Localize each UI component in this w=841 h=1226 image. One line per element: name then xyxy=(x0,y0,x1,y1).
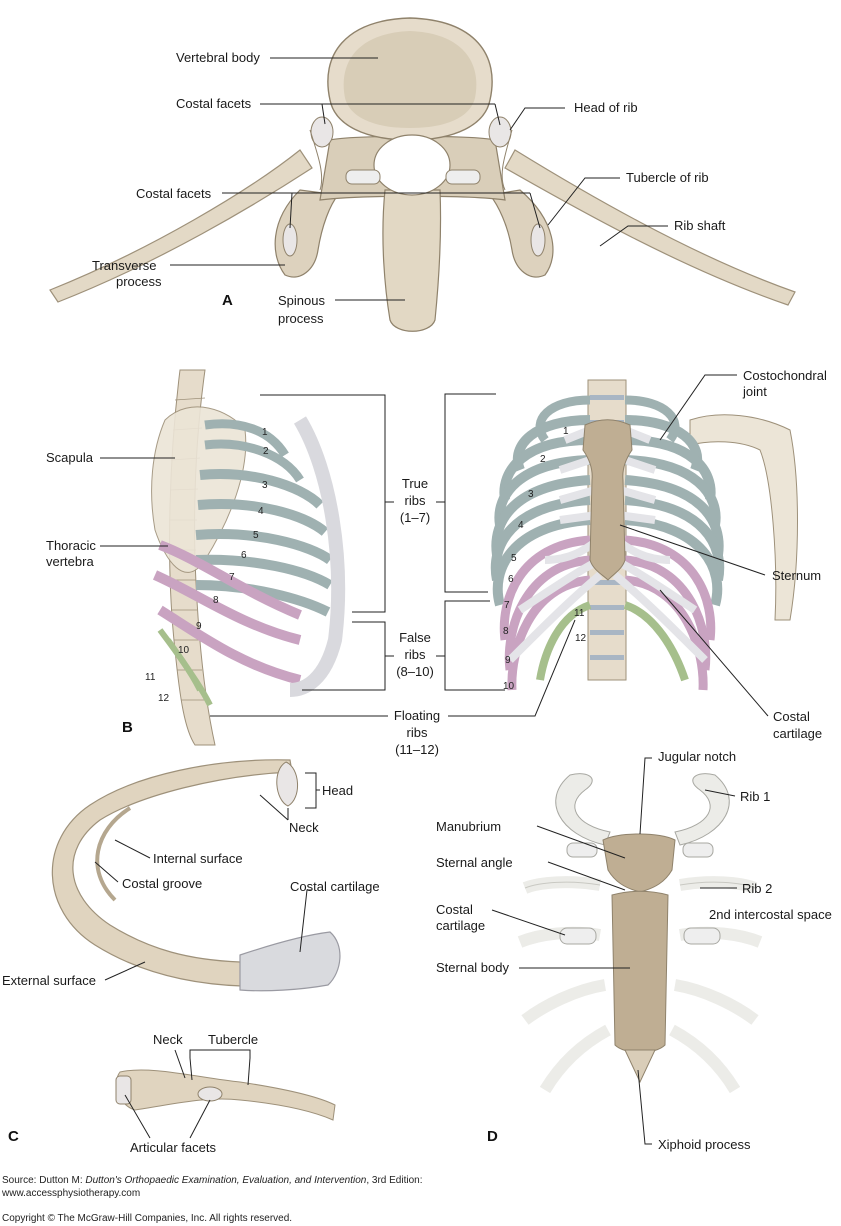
panel-b-front-rib-numbers: 1 2 3 4 5 6 7 8 9 10 11 12 xyxy=(503,426,587,692)
side-rib-number: 1 xyxy=(262,427,268,438)
side-rib-number: 3 xyxy=(262,480,268,491)
source-citation: Source: Dutton M: Dutton's Orthopaedic E… xyxy=(2,1175,423,1187)
panel-b-labels: Scapula Thoracic vertebra True ribs (1–7… xyxy=(46,368,827,757)
panel-letter-a: A xyxy=(222,292,233,309)
panel-d-labels: Jugular notch Rib 1 Manubrium Sternal an… xyxy=(436,749,832,1152)
panel-b-leaders xyxy=(100,374,769,717)
label-scapula: Scapula xyxy=(46,450,94,465)
label-costal-facets-top: Costal facets xyxy=(176,96,252,111)
front-rib-number: 2 xyxy=(540,454,546,465)
front-rib-number: 5 xyxy=(511,553,517,564)
side-rib-number: 10 xyxy=(178,645,190,656)
label-costal-cartilage-d-1: Costal xyxy=(436,902,473,917)
label-costochondral-joint-1: Costochondral xyxy=(743,368,827,383)
label-false-ribs-2: ribs xyxy=(405,647,426,662)
label-external-surface: External surface xyxy=(2,973,96,988)
panel-d-leaders xyxy=(491,757,737,1145)
source-prefix: Source: Dutton M: xyxy=(2,1175,86,1186)
label-spinous-process-1: Spinous xyxy=(278,293,325,308)
label-neck: Neck xyxy=(289,820,319,835)
side-rib-number: 9 xyxy=(196,621,202,632)
label-rib-1: Rib 1 xyxy=(740,789,770,804)
side-rib-number: 4 xyxy=(258,506,264,517)
front-rib-number: 3 xyxy=(528,489,534,500)
label-sternal-body: Sternal body xyxy=(436,960,509,975)
source-url[interactable]: www.accessphysiotherapy.com xyxy=(2,1188,141,1199)
side-rib-number: 2 xyxy=(263,446,269,457)
label-costal-facets-mid: Costal facets xyxy=(136,186,212,201)
panel-b-side-rib-numbers: 1 2 3 4 5 6 7 8 9 10 11 12 xyxy=(145,427,269,704)
label-manubrium: Manubrium xyxy=(436,819,501,834)
label-true-ribs-3: (1–7) xyxy=(400,510,430,525)
label-costal-groove: Costal groove xyxy=(122,876,202,891)
label-costal-cartilage-d-2: cartilage xyxy=(436,918,485,933)
panel-c-leaders xyxy=(94,772,320,1139)
label-costal-cartilage-c: Costal cartilage xyxy=(290,879,380,894)
side-rib-number: 7 xyxy=(229,572,235,583)
label-tubercle-of-rib: Tubercle of rib xyxy=(626,170,709,185)
side-rib-number: 11 xyxy=(145,672,156,683)
label-head: Head xyxy=(322,783,353,798)
label-2nd-intercostal-space: 2nd intercostal space xyxy=(709,907,832,922)
label-floating-ribs-2: ribs xyxy=(407,725,428,740)
front-rib-number: 12 xyxy=(575,633,587,644)
side-rib-number: 5 xyxy=(253,530,259,541)
label-costal-cartilage-2: cartilage xyxy=(773,726,822,741)
label-thoracic-vertebra-2: vertebra xyxy=(46,554,94,569)
label-transverse-process-2: process xyxy=(116,274,162,289)
label-spinous-process-2: process xyxy=(278,311,324,326)
label-floating-ribs-3: (11–12) xyxy=(395,742,439,757)
side-rib-number: 8 xyxy=(213,595,219,606)
panel-letter-d: D xyxy=(487,1128,498,1145)
copyright-notice: Copyright © The McGraw-Hill Companies, I… xyxy=(2,1213,293,1224)
panel-letter-c: C xyxy=(8,1128,19,1145)
front-rib-number: 11 xyxy=(574,608,585,619)
label-head-of-rib: Head of rib xyxy=(574,100,638,115)
side-rib-number: 12 xyxy=(158,693,170,704)
label-floating-ribs-1: Floating xyxy=(394,708,440,723)
label-thoracic-vertebra-1: Thoracic xyxy=(46,538,96,553)
label-sternum: Sternum xyxy=(772,568,821,583)
front-rib-number: 7 xyxy=(504,600,510,611)
panel-d-illustration xyxy=(517,773,763,1094)
front-rib-number: 4 xyxy=(518,520,524,531)
label-costochondral-joint-2: joint xyxy=(742,384,767,399)
label-sternal-angle: Sternal angle xyxy=(436,855,513,870)
label-rib-shaft: Rib shaft xyxy=(674,218,726,233)
label-vertebral-body: Vertebral body xyxy=(176,50,260,65)
panel-a-labels: Vertebral body Costal facets Head of rib… xyxy=(92,50,726,326)
label-internal-surface: Internal surface xyxy=(153,851,243,866)
label-tubercle: Tubercle xyxy=(208,1032,258,1047)
label-transverse-process-1: Transverse xyxy=(92,258,157,273)
front-rib-number: 6 xyxy=(508,574,514,585)
panel-b-lateral-illustration xyxy=(151,369,346,746)
label-neck-small: Neck xyxy=(153,1032,183,1047)
label-articular-facets: Articular facets xyxy=(130,1140,216,1155)
front-rib-number: 9 xyxy=(505,655,511,666)
front-rib-number: 8 xyxy=(503,626,509,637)
label-rib-2: Rib 2 xyxy=(742,881,772,896)
panel-a-leaders xyxy=(170,57,668,301)
source-suffix: , 3rd Edition: xyxy=(366,1175,423,1186)
source-title: Dutton's Orthopaedic Examination, Evalua… xyxy=(85,1175,367,1186)
label-costal-cartilage-1: Costal xyxy=(773,709,810,724)
panel-c-labels: Head Neck Internal surface Costal groove… xyxy=(2,783,380,1155)
panel-b-anterior-illustration xyxy=(490,379,798,691)
label-false-ribs-1: False xyxy=(399,630,431,645)
front-rib-number: 10 xyxy=(503,681,515,692)
label-jugular-notch: Jugular notch xyxy=(658,749,736,764)
front-rib-number: 1 xyxy=(563,426,569,437)
label-false-ribs-3: (8–10) xyxy=(396,664,434,679)
panel-c-illustration xyxy=(51,759,341,1121)
panel-letter-b: B xyxy=(122,719,133,736)
label-true-ribs-2: ribs xyxy=(405,493,426,508)
label-true-ribs-1: True xyxy=(402,476,428,491)
side-rib-number: 6 xyxy=(241,550,247,561)
label-xiphoid-process: Xiphoid process xyxy=(658,1137,751,1152)
anatomy-figure: Vertebral body Costal facets Head of rib… xyxy=(2,17,832,1155)
